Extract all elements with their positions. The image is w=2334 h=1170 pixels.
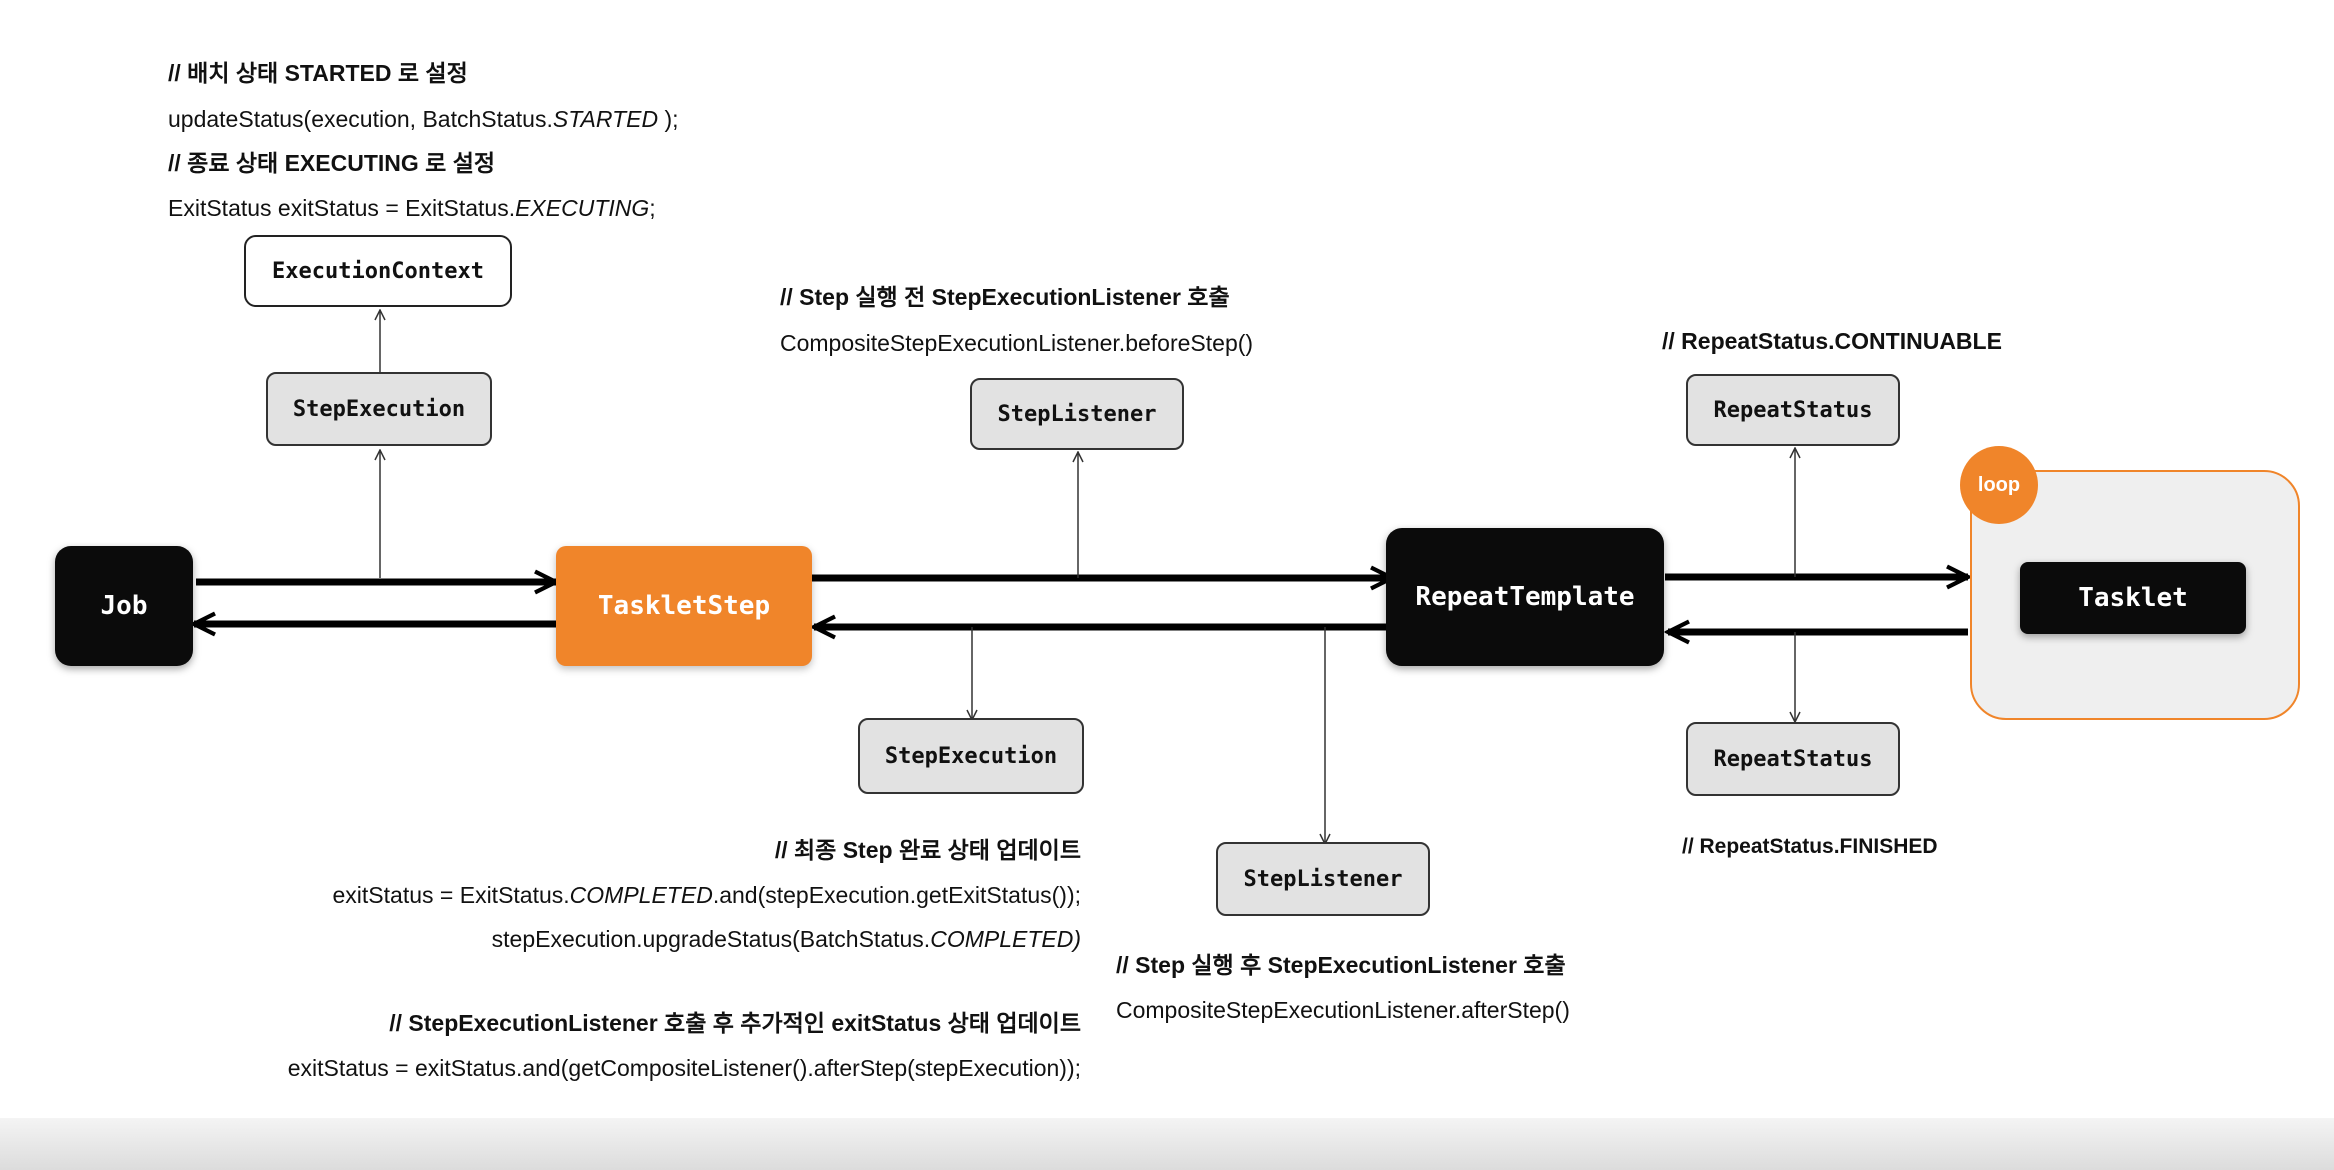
after-listener-code: exitStatus = exitStatus.and(getComposite… [287, 1055, 1081, 1081]
tasklet-node: Tasklet [2020, 562, 2246, 634]
repeattemplate-node: RepeatTemplate [1386, 528, 1664, 666]
exit-status-comment: // 종료 상태 EXECUTING 로 설정 [168, 150, 496, 176]
after-listener-comment: // StepExecutionListener 호출 후 추가적인 exitS… [389, 1010, 1081, 1036]
after-step-comment: // Step 실행 후 StepExecutionListener 호출 [1116, 952, 1566, 978]
final-step-code-2: stepExecution.upgradeStatus(BatchStatus.… [491, 926, 1081, 952]
final-step-code-1: exitStatus = ExitStatus.COMPLETED.and(st… [332, 882, 1081, 908]
steplistener-top-node: StepListener [970, 378, 1184, 450]
stepexecution-top-node: StepExecution [266, 372, 492, 446]
exit-status-code: ExitStatus exitStatus = ExitStatus.EXECU… [168, 195, 656, 221]
job-node: Job [55, 546, 193, 666]
finished-comment: // RepeatStatus.FINISHED [1682, 835, 1938, 858]
repeatstatus-top-node: RepeatStatus [1686, 374, 1900, 446]
after-step-code: CompositeStepExecutionListener.afterStep… [1116, 997, 1570, 1023]
continuable-comment: // RepeatStatus.CONTINUABLE [1662, 328, 2002, 354]
repeatstatus-bottom-node: RepeatStatus [1686, 722, 1900, 796]
steplistener-bottom-node: StepListener [1216, 842, 1430, 916]
bottom-fade-bar [0, 1118, 2334, 1170]
taskletstep-node: TaskletStep [556, 546, 812, 666]
before-step-code: CompositeStepExecutionListener.beforeSte… [780, 330, 1254, 356]
before-step-comment: // Step 실행 전 StepExecutionListener 호출 [780, 284, 1230, 310]
batch-status-comment: // 배치 상태 STARTED 로 설정 [168, 60, 468, 86]
executioncontext-node: ExecutionContext [244, 235, 512, 307]
final-step-comment: // 최종 Step 완료 상태 업데이트 [774, 837, 1081, 863]
batch-status-code: updateStatus(execution, BatchStatus.STAR… [168, 106, 679, 132]
loop-badge: loop [1960, 446, 2038, 524]
stepexecution-bottom-node: StepExecution [858, 718, 1084, 794]
